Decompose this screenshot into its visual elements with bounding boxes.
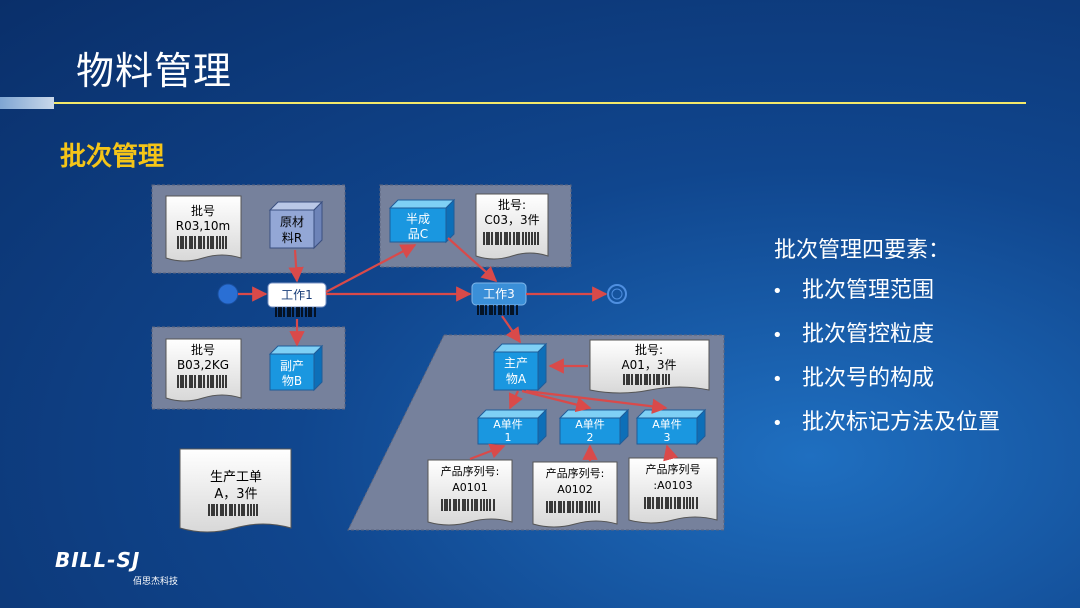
barcode-icon [546,501,600,513]
barcode-icon [483,232,539,245]
work1-task: 工作1 [267,282,327,317]
bullet-icon: • [772,413,783,434]
svg-text:批号:: 批号: [498,197,526,212]
svg-text:1: 1 [505,431,512,444]
svg-text:批号:: 批号: [635,342,663,357]
svg-text::A0103: :A0103 [653,479,692,492]
serial-doc-2: 产品序列号: A0102 [532,461,618,528]
barcode-icon [275,307,316,317]
byproduct-doc: 批号 B03,2KG [165,338,242,402]
bullet-icon: • [772,281,783,302]
semi-product-doc: 批号: C03，3件 [475,193,549,260]
svg-text:料R: 料R [282,231,302,245]
end-event-icon [607,284,627,304]
svg-text:A0101: A0101 [452,481,488,494]
main-product-cube: 主产 物A [492,342,548,392]
work-order-doc: 生产工单 A，3件 [179,448,292,533]
svg-text:产品序列号: 产品序列号 [646,462,701,476]
list-item: •批次管理范围 [772,276,1000,320]
barcode-icon [623,374,670,385]
work3-task: 工作3 [471,282,527,315]
barcode-icon [477,305,518,315]
svg-text:批号: 批号 [191,203,215,218]
svg-text:半成: 半成 [406,212,430,226]
section-subtitle: 批次管理 [60,142,165,172]
main-product-doc: 批号: A01，3件 [589,339,710,394]
svg-text:A，3件: A，3件 [214,487,257,502]
svg-text:3: 3 [664,431,671,444]
serial-doc-1: 产品序列号: A0101 [427,459,513,526]
svg-text:产品序列号:: 产品序列号: [441,464,500,478]
list-item: •批次管控粒度 [772,320,1000,364]
unit-cube-1: A单件 1 [476,408,548,446]
list-item: •批次号的构成 [772,364,1000,408]
title-divider [54,102,1026,104]
svg-text:A单件: A单件 [575,418,605,431]
svg-text:A单件: A单件 [652,418,682,431]
start-event-icon [217,283,239,305]
page-title: 物料管理 [76,49,233,93]
elements-heading: 批次管理四要素： [774,238,951,263]
raw-material-doc: 批号 R03,10m [165,195,242,262]
svg-text:副产: 副产 [280,359,304,373]
svg-text:主产: 主产 [504,356,528,370]
svg-text:物A: 物A [506,372,527,386]
svg-text:B03,2KG: B03,2KG [177,358,229,372]
svg-text:C03，3件: C03，3件 [484,213,539,227]
barcode-icon [177,375,227,388]
svg-text:批号: 批号 [191,342,215,357]
logo-subtitle: 佰思杰科技 [133,577,179,587]
svg-text:R03,10m: R03,10m [176,219,230,233]
svg-text:2: 2 [587,431,594,444]
svg-text:A单件: A单件 [493,418,523,431]
raw-material-cube: 原材 料R [268,200,324,250]
semi-product-cube: 半成 品C [388,198,456,244]
barcode-icon [208,504,258,516]
logo-wordmark: BILL-SJ [55,548,141,572]
svg-text:A0102: A0102 [557,483,593,496]
title-accent-bar [0,97,54,109]
bullet-icon: • [772,325,783,346]
svg-text:工作3: 工作3 [483,287,515,301]
flow-arrows [238,237,679,462]
svg-text:生产工单: 生产工单 [210,470,262,485]
unit-cube-3: A单件 3 [635,408,707,446]
barcode-icon [441,499,495,511]
svg-text:物B: 物B [282,374,302,388]
list-item: •批次标记方法及位置 [772,408,1000,452]
barcode-icon [177,236,227,249]
unit-cube-2: A单件 2 [558,408,630,446]
bullet-icon: • [772,369,783,390]
svg-text:工作1: 工作1 [281,288,313,302]
barcode-icon [644,497,698,509]
byproduct-cube: 副产 物B [268,344,324,392]
serial-doc-3: 产品序列号 :A0103 [628,457,718,524]
elements-list: •批次管理范围 •批次管控粒度 •批次号的构成 •批次标记方法及位置 [772,276,1000,452]
svg-text:产品序列号:: 产品序列号: [546,466,605,480]
company-logo: BILL-SJ 佰思杰科技 [55,548,190,588]
svg-text:品C: 品C [408,227,428,241]
svg-text:A01，3件: A01，3件 [621,358,676,372]
svg-text:原材: 原材 [280,215,304,229]
